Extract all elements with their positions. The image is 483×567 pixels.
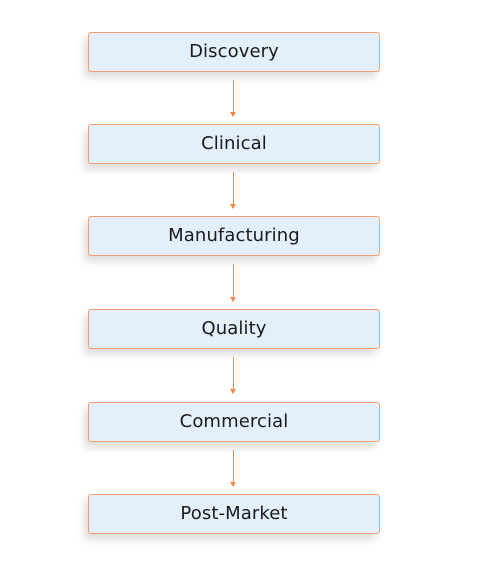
stage-quality-label: Quality bbox=[201, 318, 267, 339]
stage-clinical-box: Clinical bbox=[88, 124, 380, 164]
stage-manufacturing-box: Manufacturing bbox=[88, 216, 380, 256]
arrow-commercial-to-post-market bbox=[230, 450, 236, 487]
stage-discovery-box: Discovery bbox=[88, 32, 380, 72]
arrow-clinical-to-manufacturing bbox=[230, 172, 236, 209]
stage-manufacturing-label: Manufacturing bbox=[168, 225, 300, 246]
arrow-quality-to-commercial bbox=[230, 357, 236, 394]
stage-post-market-label: Post-Market bbox=[180, 503, 288, 524]
stage-clinical-label: Clinical bbox=[201, 133, 267, 154]
stage-commercial-box: Commercial bbox=[88, 402, 380, 442]
arrow-manufacturing-to-quality bbox=[230, 264, 236, 302]
stage-post-market-box: Post-Market bbox=[88, 494, 380, 534]
arrow-discovery-to-clinical bbox=[230, 80, 236, 117]
stage-discovery-label: Discovery bbox=[189, 41, 279, 62]
stage-quality-box: Quality bbox=[88, 309, 380, 349]
stage-commercial-label: Commercial bbox=[179, 411, 289, 432]
